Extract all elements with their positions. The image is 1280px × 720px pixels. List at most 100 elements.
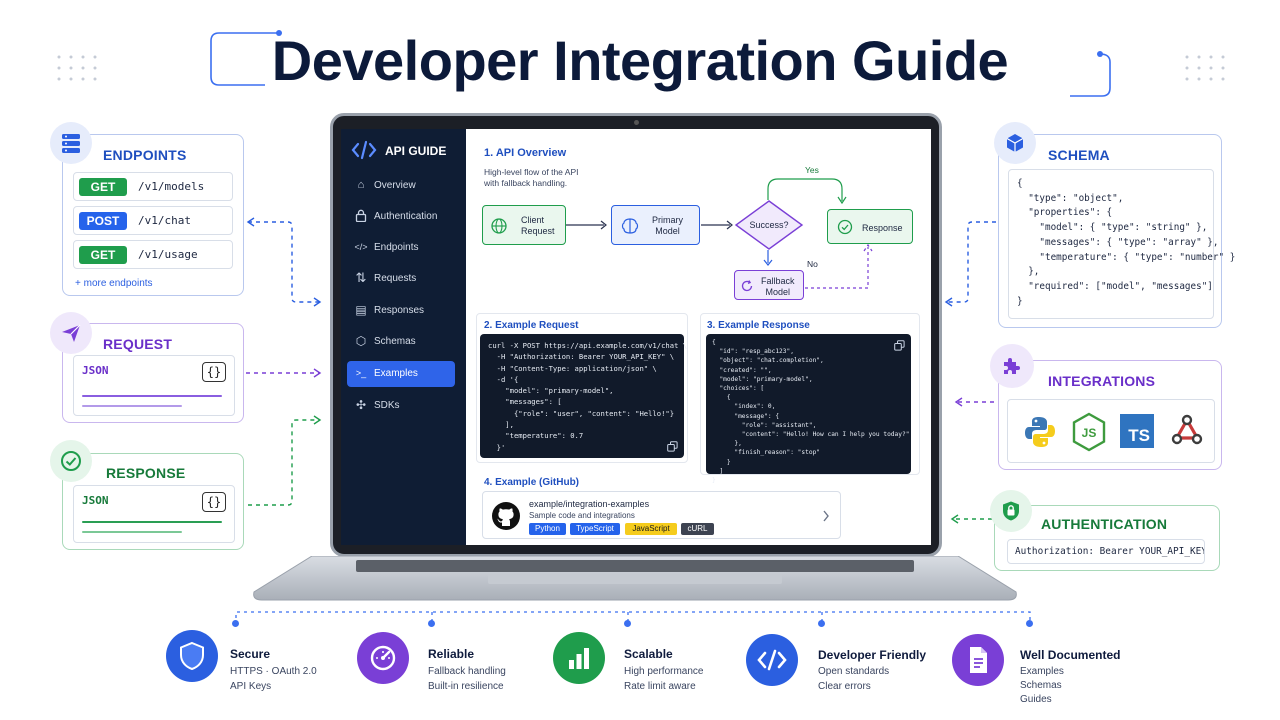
- check-circle-icon: [50, 440, 92, 482]
- node-label: Model: [655, 226, 680, 236]
- json-label: JSON: [82, 494, 109, 507]
- sidebar-item-endpoints[interactable]: </> Endpoints: [347, 235, 455, 261]
- lock-icon: [354, 209, 368, 223]
- sidebar-item-responses[interactable]: ▤ Responses: [347, 298, 455, 324]
- feature-title: Reliable: [428, 647, 475, 661]
- response-code-block[interactable]: { "id": "resp_abc123", "object": "chat.c…: [706, 334, 911, 484]
- section-title: 4. Example (GitHub): [484, 477, 580, 488]
- sidebar-item-examples[interactable]: >_ Examples: [347, 361, 455, 387]
- repo-tags: Python TypeScript JavaScript cURL: [529, 523, 729, 535]
- feature-desc: Built-in resilience: [428, 681, 504, 692]
- schema-code: { "type": "object", "properties": { "mod…: [1017, 178, 1236, 307]
- sidebar-item-label: Authentication: [374, 211, 438, 222]
- decision-node: [734, 200, 804, 250]
- code-icon: [746, 634, 798, 686]
- request-title: REQUEST: [103, 336, 173, 352]
- sidebar-item-label: Examples: [374, 368, 418, 379]
- sidebar-item-schemas[interactable]: ⬡ Schemas: [347, 329, 455, 355]
- python-icon[interactable]: [1022, 414, 1058, 450]
- feature-title: Well Documented: [1020, 648, 1121, 662]
- feature-desc: Schemas: [1020, 680, 1062, 691]
- title-bracket-left: [210, 30, 282, 86]
- endpoint-path: /v1/chat: [138, 214, 191, 227]
- main-content: 1. API Overview High-level flow of the A…: [466, 129, 931, 545]
- sidebar-item-label: Overview: [374, 180, 416, 191]
- chevron-right-icon[interactable]: [822, 510, 830, 522]
- node-label: Client: [521, 215, 545, 225]
- sidebar-item-authentication[interactable]: Authentication: [347, 204, 455, 230]
- feature-title: Scalable: [624, 647, 673, 661]
- tag-curl[interactable]: cURL: [681, 523, 714, 535]
- check-circle-icon: [837, 219, 853, 235]
- response-title: RESPONSE: [106, 465, 186, 481]
- node-label: Model: [765, 287, 791, 297]
- yes-label: Yes: [805, 165, 819, 175]
- github-repo-card[interactable]: example/integration-examples Sample code…: [482, 491, 841, 539]
- overview-description: High-level flow of the API with fallback…: [484, 167, 579, 189]
- feature-title: Developer Friendly: [818, 648, 927, 662]
- response-code: { "id": "resp_abc123", "object": "chat.c…: [712, 339, 910, 485]
- sidebar-item-label: SDKs: [374, 400, 400, 411]
- endpoint-row[interactable]: POST /v1/chat: [73, 206, 233, 235]
- tag-typescript[interactable]: TypeScript: [570, 523, 620, 535]
- endpoint-row[interactable]: GET /v1/models: [73, 172, 233, 201]
- refresh-icon: [741, 280, 753, 292]
- sidebar-item-requests[interactable]: ⇅ Requests: [347, 266, 455, 292]
- schema-title: SCHEMA: [1048, 147, 1110, 163]
- webhook-icon[interactable]: [1168, 412, 1206, 450]
- sidebar-item-label: Responses: [374, 305, 425, 316]
- authentication-card: AUTHENTICATION Authorization: Bearer YOU…: [994, 505, 1220, 571]
- sidebar-item-overview[interactable]: ⌂ Overview: [347, 173, 455, 199]
- copy-icon[interactable]: [667, 441, 678, 452]
- shield-icon: [166, 630, 218, 682]
- message-icon: ▤: [355, 303, 367, 317]
- integrations-title: INTEGRATIONS: [1048, 373, 1156, 389]
- feature-desc: Examples: [1020, 666, 1064, 677]
- integrations-card: INTEGRATIONS JS TS: [998, 360, 1222, 470]
- typescript-icon[interactable]: TS: [1120, 414, 1154, 448]
- brain-icon: [621, 218, 639, 234]
- tag-python[interactable]: Python: [529, 523, 566, 535]
- app-screen: API GUIDE ⌂ Overview Authentication </> …: [341, 129, 931, 545]
- example-response-panel: [700, 313, 920, 475]
- authentication-title: AUTHENTICATION: [1041, 516, 1168, 532]
- sidebar-item-label: Schemas: [374, 336, 416, 347]
- endpoint-row[interactable]: GET /v1/usage: [73, 240, 233, 269]
- globe-icon: [491, 218, 507, 234]
- github-icon: [492, 502, 520, 530]
- schema-card: SCHEMA { "type": "object", "properties":…: [998, 134, 1235, 328]
- feature-desc: HTTPS · OAuth 2.0: [230, 666, 317, 677]
- feature-desc: Clear errors: [818, 681, 871, 692]
- endpoints-title: ENDPOINTS: [103, 147, 187, 163]
- feature-title: Secure: [230, 647, 271, 661]
- section-title: 3. Example Response: [707, 320, 810, 331]
- laptop-camera: [634, 120, 639, 125]
- send-icon: [50, 312, 92, 354]
- document-icon: [952, 634, 1004, 686]
- braces-icon[interactable]: {}: [202, 492, 226, 512]
- request-json-box[interactable]: JSON {}: [73, 355, 235, 416]
- placeholder-line: [82, 395, 222, 397]
- auth-header-field[interactable]: Authorization: Bearer YOUR_API_KEY: [1007, 539, 1205, 564]
- dot-grid-right: [1185, 55, 1225, 81]
- response-json-box[interactable]: JSON {}: [73, 485, 235, 543]
- tag-javascript[interactable]: JavaScript: [625, 523, 677, 535]
- decision-label: Success?: [749, 220, 789, 230]
- endpoint-method: GET: [79, 178, 127, 196]
- copy-icon[interactable]: [894, 340, 905, 351]
- sidebar-item-sdks[interactable]: ✣ SDKs: [347, 393, 455, 419]
- node-label: Primary: [652, 215, 683, 225]
- feature-desc: Guides: [1020, 694, 1052, 705]
- overview-desc-line: High-level flow of the API: [484, 167, 579, 177]
- lock-icon: [990, 490, 1032, 532]
- node-label: Response: [862, 223, 903, 233]
- braces-icon[interactable]: {}: [202, 362, 226, 382]
- flow-arrows: [566, 178, 873, 289]
- more-endpoints-link[interactable]: + more endpoints: [75, 278, 153, 289]
- request-code-block[interactable]: curl -X POST https://api.example.com/v1/…: [480, 334, 687, 458]
- app-brand: API GUIDE: [385, 144, 447, 158]
- nodejs-icon[interactable]: JS: [1071, 412, 1107, 452]
- code-icon: </>: [354, 242, 368, 252]
- feature-desc: Rate limit aware: [624, 681, 696, 692]
